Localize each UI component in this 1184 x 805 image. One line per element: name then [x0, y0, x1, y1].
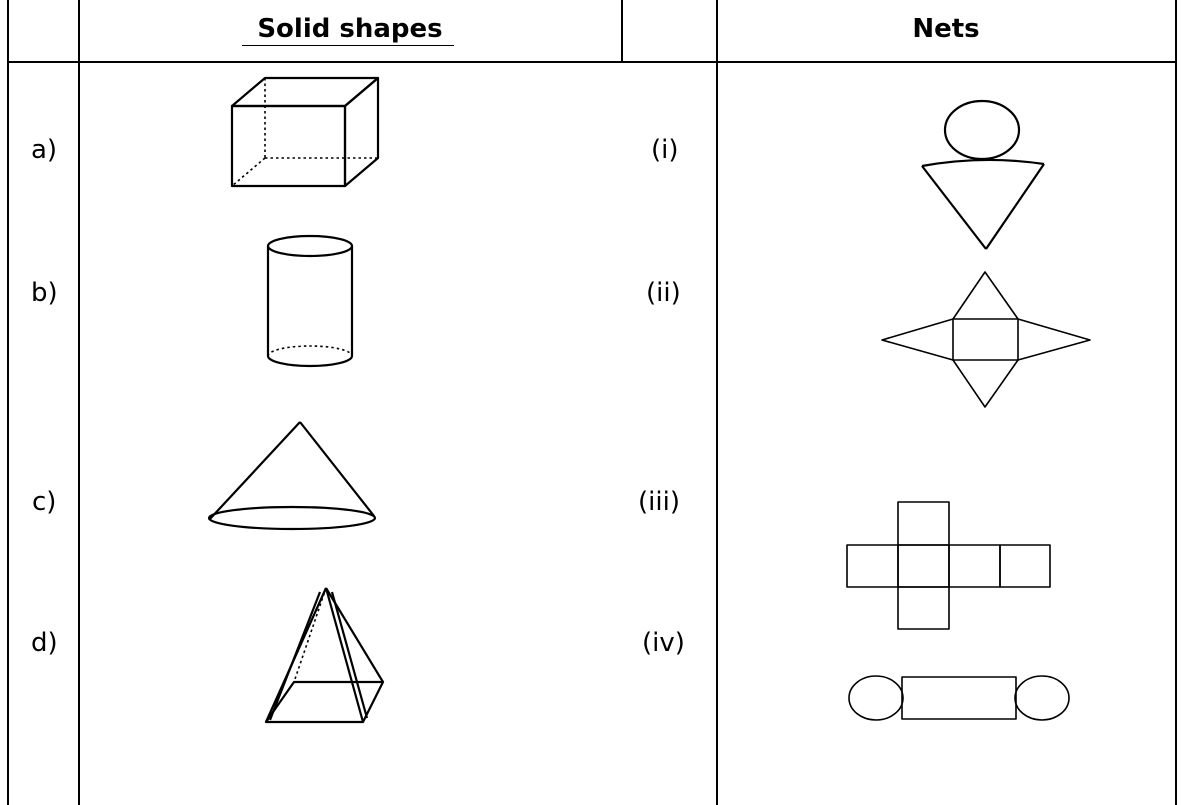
- net-label-i: (i): [651, 135, 679, 165]
- table-border-left: [7, 0, 9, 805]
- header-nets: Nets: [912, 14, 980, 44]
- table-border-right: [1175, 0, 1177, 805]
- net-label-iii: (iii): [638, 487, 680, 517]
- table-header-rule: [7, 61, 1177, 63]
- net-label-ii: (ii): [646, 278, 681, 308]
- header-solid-shapes: Solid shapes: [257, 14, 443, 44]
- net-label-iv: (iv): [642, 628, 685, 658]
- table-border-col1: [78, 0, 80, 805]
- solid-label-c: c): [32, 487, 57, 517]
- table-header-underline: [242, 45, 454, 46]
- solid-label-b: b): [31, 278, 58, 308]
- table-border-col2: [621, 0, 623, 63]
- solid-label-d: d): [31, 628, 58, 658]
- solid-label-a: a): [31, 135, 58, 165]
- table-border-col3: [716, 0, 718, 805]
